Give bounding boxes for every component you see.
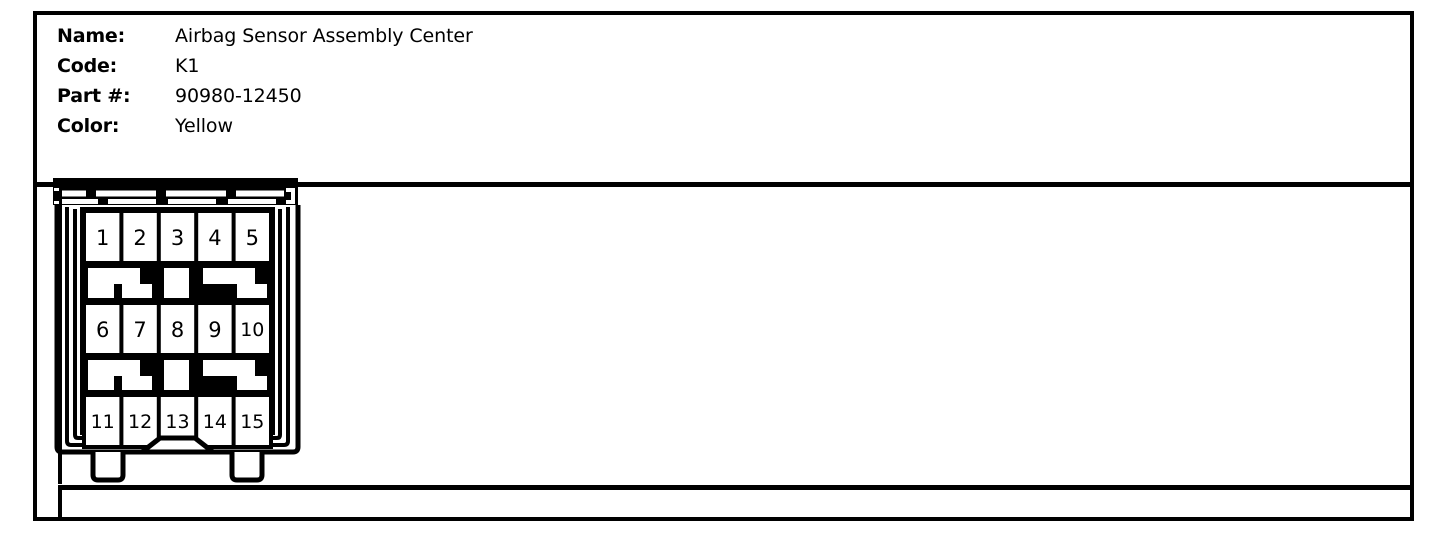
- pin-row-2: 6 7 8 9 10: [82, 301, 273, 357]
- spec-value-name: Airbag Sensor Assembly Center: [175, 25, 473, 47]
- spec-value-code: K1: [175, 55, 200, 77]
- pin-label-8: 8: [171, 318, 184, 342]
- pin-label-5: 5: [246, 226, 259, 250]
- spec-label-part-number: Part #:: [57, 85, 131, 107]
- spec-label-code: Code:: [57, 55, 118, 77]
- pin-label-14: 14: [203, 411, 227, 433]
- connector-shell: [53, 178, 298, 205]
- pin-label-2: 2: [133, 226, 146, 250]
- spec-row-code: Code: K1: [57, 55, 757, 85]
- spec-block: Name: Airbag Sensor Assembly Center Code…: [57, 25, 757, 145]
- spec-value-part-number: 90980-12450: [175, 85, 302, 107]
- connector-diagram: 1 2 3 4 5: [50, 175, 305, 485]
- pin-label-10: 10: [240, 319, 264, 341]
- connector-bottom-latch: [90, 435, 265, 483]
- spec-row-color: Color: Yellow: [57, 115, 757, 145]
- pin-row-1: 1 2 3 4 5: [82, 209, 273, 265]
- separator-row-b: [82, 355, 273, 395]
- pin-label-12: 12: [128, 411, 152, 433]
- illustration-panel: [58, 182, 1410, 484]
- pin-label-3: 3: [171, 226, 184, 250]
- pin-label-13: 13: [165, 411, 189, 433]
- pin-label-9: 9: [208, 318, 221, 342]
- pin-label-11: 11: [91, 411, 115, 433]
- header-divider: [37, 182, 1410, 187]
- pin-label-6: 6: [96, 318, 109, 342]
- connector-illustration: 1 2 3 4 5: [53, 178, 301, 483]
- spec-row-part-number: Part #: 90980-12450: [57, 85, 757, 115]
- pin-label-1: 1: [96, 226, 109, 250]
- footer-divider: [58, 485, 1410, 490]
- spec-label-color: Color:: [57, 115, 120, 137]
- footer-strip: [58, 485, 1410, 517]
- spec-row-name: Name: Airbag Sensor Assembly Center: [57, 25, 757, 55]
- pin-label-15: 15: [240, 411, 264, 433]
- spec-value-color: Yellow: [175, 115, 233, 137]
- pin-label-7: 7: [133, 318, 146, 342]
- spec-label-name: Name:: [57, 25, 126, 47]
- pin-label-4: 4: [208, 226, 221, 250]
- separator-row-a: [82, 263, 273, 303]
